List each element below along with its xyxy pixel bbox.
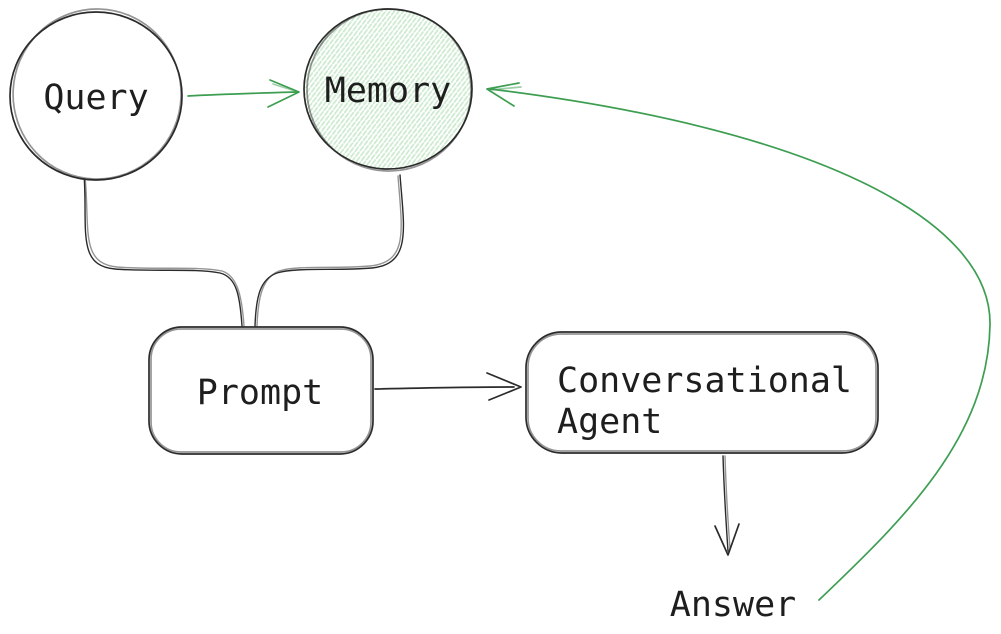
edge-answer-memory[interactable] [486, 82, 991, 601]
edge-agent-answer[interactable] [714, 455, 740, 556]
arrowhead-icon [714, 523, 740, 556]
prompt-node[interactable]: Prompt [148, 326, 374, 455]
answer-node[interactable]: Answer [670, 585, 796, 625]
query-label: Query [43, 78, 148, 118]
memory-fill [304, 9, 472, 169]
edge-memory-prompt[interactable] [254, 174, 405, 327]
arrowhead-sketch [488, 86, 522, 91]
arrowhead-icon [486, 372, 522, 401]
edge-query-memory[interactable] [187, 79, 300, 108]
arrowhead-sketch [272, 83, 299, 93]
edge-prompt-agent[interactable] [374, 372, 522, 401]
edge-query-prompt[interactable] [83, 173, 245, 327]
query-node[interactable]: Query [9, 6, 184, 182]
agent-label-line1: Conversational [557, 361, 852, 401]
agent-label-line2: Agent [557, 402, 662, 442]
agent-node[interactable]: Conversational Agent [525, 331, 879, 454]
prompt-label: Prompt [197, 373, 323, 413]
memory-label: Memory [325, 71, 451, 111]
memory-node[interactable]: Memory [303, 6, 474, 174]
arrowhead-icon [267, 79, 300, 108]
answer-label: Answer [670, 585, 796, 625]
arrowhead-icon [486, 82, 520, 107]
